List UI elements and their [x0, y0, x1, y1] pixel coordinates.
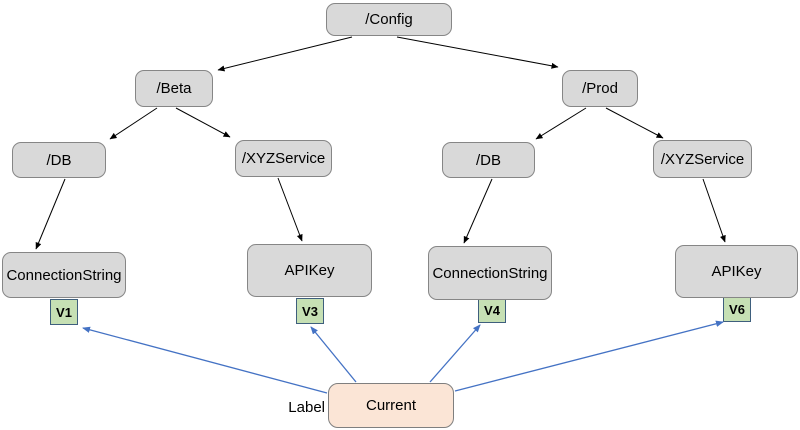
node-beta-label: /Beta	[156, 80, 192, 97]
version-badge-v1-label: V1	[56, 304, 72, 320]
version-badge-v4-label: V4	[484, 302, 500, 318]
edge-beta-db	[109, 107, 158, 140]
version-badge-v3: V3	[296, 298, 324, 324]
edge-prod-db	[535, 107, 587, 140]
version-badge-v4: V4	[478, 297, 506, 323]
node-apikey-prod: APIKey	[675, 245, 798, 298]
node-current-label: Current	[328, 383, 454, 428]
node-prod-label: /Prod	[582, 80, 618, 97]
node-apikey-beta: APIKey	[247, 244, 372, 297]
node-xyzservice-beta-label: /XYZService	[241, 150, 326, 167]
node-connectionstring-beta: ConnectionString	[2, 252, 126, 298]
node-connectionstring-prod: ConnectionString	[428, 246, 552, 300]
node-db-prod-label: /DB	[475, 151, 501, 169]
edge-current-v1	[82, 326, 328, 394]
node-config-label: /Config	[365, 11, 413, 28]
node-prod: /Prod	[562, 70, 638, 107]
edge-xyzservice-apikey-prod	[702, 178, 726, 243]
node-config: /Config	[326, 3, 452, 36]
node-apikey-prod-label: APIKey	[711, 263, 762, 280]
label-caption: Label	[288, 399, 325, 416]
node-db-prod: /DB	[442, 142, 535, 178]
node-xyzservice-beta: /XYZService	[235, 140, 332, 177]
node-apikey-beta-label: APIKey	[284, 262, 335, 279]
version-badge-v6: V6	[723, 296, 751, 322]
node-beta: /Beta	[135, 70, 213, 107]
node-db-beta: /DB	[12, 142, 106, 178]
edge-db-connectionstring-prod	[463, 178, 493, 244]
version-badge-v3-label: V3	[302, 303, 318, 319]
edge-current-v6	[454, 320, 724, 392]
edge-xyzservice-apikey-beta	[277, 177, 303, 242]
node-db-beta-label: /DB	[46, 151, 72, 169]
node-xyzservice-prod: /XYZService	[653, 140, 752, 178]
node-current-label-text: Current	[365, 397, 417, 414]
edge-current-v3	[310, 326, 357, 383]
version-badge-v6-label: V6	[729, 301, 745, 317]
node-connectionstring-prod-label: ConnectionString	[432, 264, 548, 282]
edge-beta-xyzservice	[175, 107, 231, 138]
edge-db-connectionstring-beta	[35, 178, 66, 250]
edge-config-beta	[217, 36, 353, 72]
node-connectionstring-beta-label: ConnectionString	[6, 266, 122, 284]
version-badge-v1: V1	[50, 299, 78, 325]
edge-current-v4	[429, 324, 481, 383]
edge-prod-xyzservice	[605, 107, 664, 139]
edge-config-prod	[396, 36, 559, 69]
node-xyzservice-prod-label: /XYZService	[660, 150, 745, 168]
